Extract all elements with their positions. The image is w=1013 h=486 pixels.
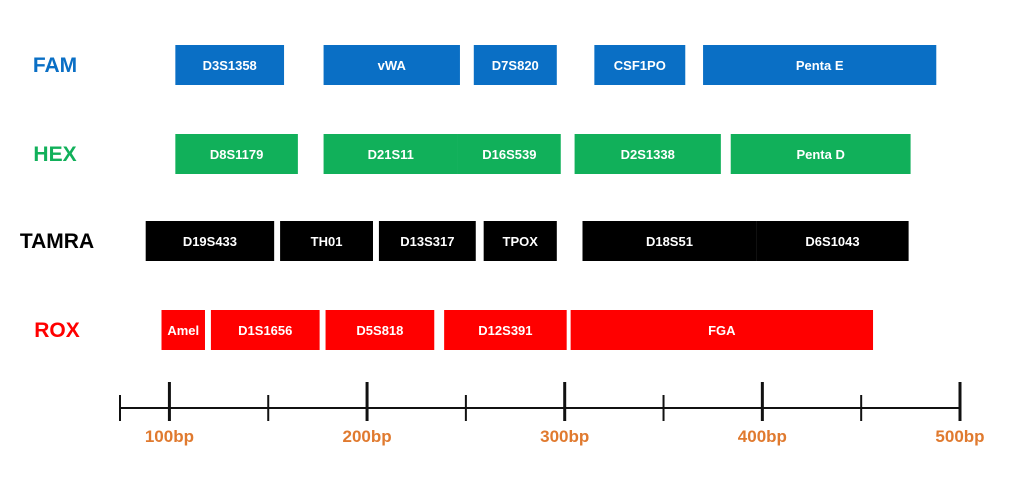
locus-bar — [473, 45, 557, 85]
locus-bars: D3S1358 vWA D7S820 CSF1PO Penta E D8S1179 D21S… — [145, 45, 937, 350]
locus-label: TH01 — [311, 234, 343, 249]
channel-label-hex: HEX — [33, 143, 76, 166]
tick-label: 400bp — [738, 427, 787, 446]
locus-label: D12S391 — [478, 323, 532, 338]
locus-vwa: vWA — [323, 45, 460, 85]
locus-d12s391: D12S391 — [444, 310, 567, 350]
locus-label: D1S1656 — [238, 323, 292, 338]
locus-bar — [756, 221, 909, 261]
locus-d18s51: D18S51 — [582, 221, 757, 261]
size-axis: 100bp 200bp 300bp 400bp 500bp — [119, 382, 985, 446]
locus-bar — [378, 221, 476, 261]
locus-d8s1179: D8S1179 — [175, 134, 298, 174]
locus-d13s317: D13S317 — [378, 221, 476, 261]
locus-bar — [323, 45, 460, 85]
locus-bar — [175, 45, 285, 85]
tick-label: 200bp — [342, 427, 391, 446]
locus-label: D2S1338 — [621, 147, 675, 162]
locus-bar — [457, 134, 561, 174]
locus-label: D5S818 — [356, 323, 403, 338]
tick-label: 500bp — [935, 427, 984, 446]
locus-bar — [210, 310, 320, 350]
locus-label: TPOX — [503, 234, 539, 249]
locus-bar — [582, 221, 757, 261]
locus-bar — [323, 134, 458, 174]
locus-d5s818: D5S818 — [325, 310, 435, 350]
locus-bar — [325, 310, 435, 350]
locus-penta-d: Penta D — [730, 134, 911, 174]
locus-d16s539: D16S539 — [457, 134, 561, 174]
locus-label: D16S539 — [482, 147, 536, 162]
locus-fga: FGA — [570, 310, 874, 350]
channel-label-tamra: TAMRA — [20, 230, 94, 253]
locus-label: FGA — [708, 323, 736, 338]
locus-label: vWA — [378, 58, 407, 73]
locus-bar — [574, 134, 721, 174]
locus-d3s1358: D3S1358 — [175, 45, 285, 85]
locus-d2s1338: D2S1338 — [574, 134, 721, 174]
tick-label: 300bp — [540, 427, 589, 446]
locus-bar — [280, 221, 373, 261]
locus-bar — [570, 310, 874, 350]
locus-bar — [175, 134, 298, 174]
locus-bar — [161, 310, 205, 350]
locus-d21s11: D21S11 — [323, 134, 458, 174]
locus-label: D21S11 — [368, 147, 414, 162]
locus-label: Penta E — [796, 58, 844, 73]
locus-csf1po: CSF1PO — [594, 45, 686, 85]
channel-label-rox: ROX — [34, 319, 80, 342]
locus-label: D19S433 — [183, 234, 237, 249]
locus-d19s433: D19S433 — [145, 221, 275, 261]
locus-th01: TH01 — [280, 221, 373, 261]
locus-label: D13S317 — [400, 234, 454, 249]
locus-d6s1043: D6S1043 — [756, 221, 909, 261]
locus-label: Penta D — [796, 147, 844, 162]
locus-tpox: TPOX — [483, 221, 557, 261]
channel-labels: FAM HEX TAMRA ROX — [20, 54, 94, 342]
locus-bar — [730, 134, 911, 174]
channel-label-fam: FAM — [33, 54, 77, 77]
locus-bar — [444, 310, 567, 350]
locus-label: D6S1043 — [805, 234, 859, 249]
locus-d1s1656: D1S1656 — [210, 310, 320, 350]
locus-bar — [483, 221, 557, 261]
locus-d7s820: D7S820 — [473, 45, 557, 85]
locus-label: Amel — [167, 323, 199, 338]
locus-amel: Amel — [161, 310, 205, 350]
locus-penta-e: Penta E — [703, 45, 937, 85]
locus-label: D7S820 — [492, 58, 539, 73]
locus-bar — [145, 221, 275, 261]
locus-label: CSF1PO — [614, 58, 666, 73]
tick-label: 100bp — [145, 427, 194, 446]
locus-bar — [594, 45, 686, 85]
locus-label: D18S51 — [646, 234, 693, 249]
locus-label: D8S1179 — [210, 147, 264, 162]
locus-bar — [703, 45, 937, 85]
locus-label: D3S1358 — [203, 58, 257, 73]
